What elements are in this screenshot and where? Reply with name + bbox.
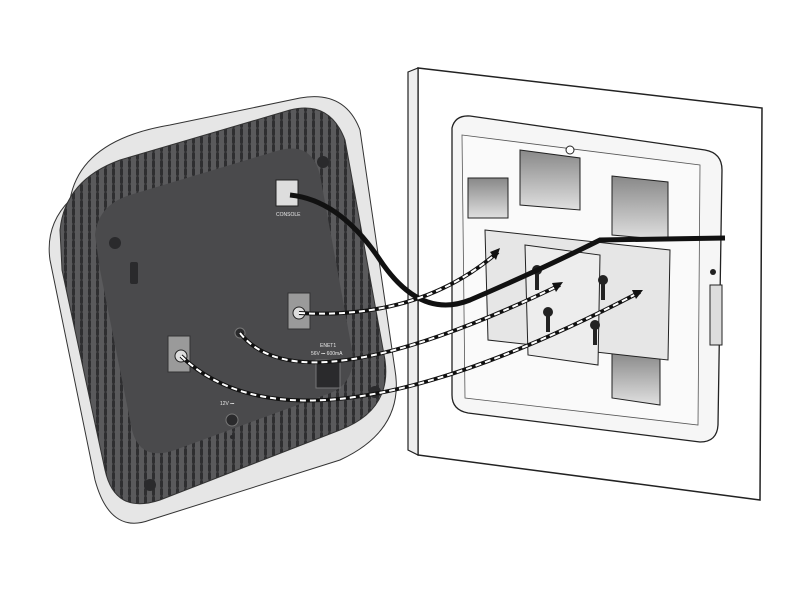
wall-mount-bracket (451, 115, 723, 443)
alignment-arrows (179, 248, 643, 403)
dc-power-label: 12V ⎓ (220, 401, 234, 407)
console-cable (289, 192, 726, 308)
enet1-port (315, 359, 341, 389)
enet1-label: ENET1 (320, 343, 336, 349)
console-port (275, 179, 299, 207)
enet1-power-label: 56V ⎓ 600mA (311, 351, 343, 357)
console-label: CONSOLE (276, 212, 301, 218)
access-point: CONSOLE ENET1 56V ⎓ 600mA 12V ⎓ (48, 96, 397, 524)
kensington-lock-slot (130, 262, 138, 284)
dc-power-jack (225, 413, 239, 427)
